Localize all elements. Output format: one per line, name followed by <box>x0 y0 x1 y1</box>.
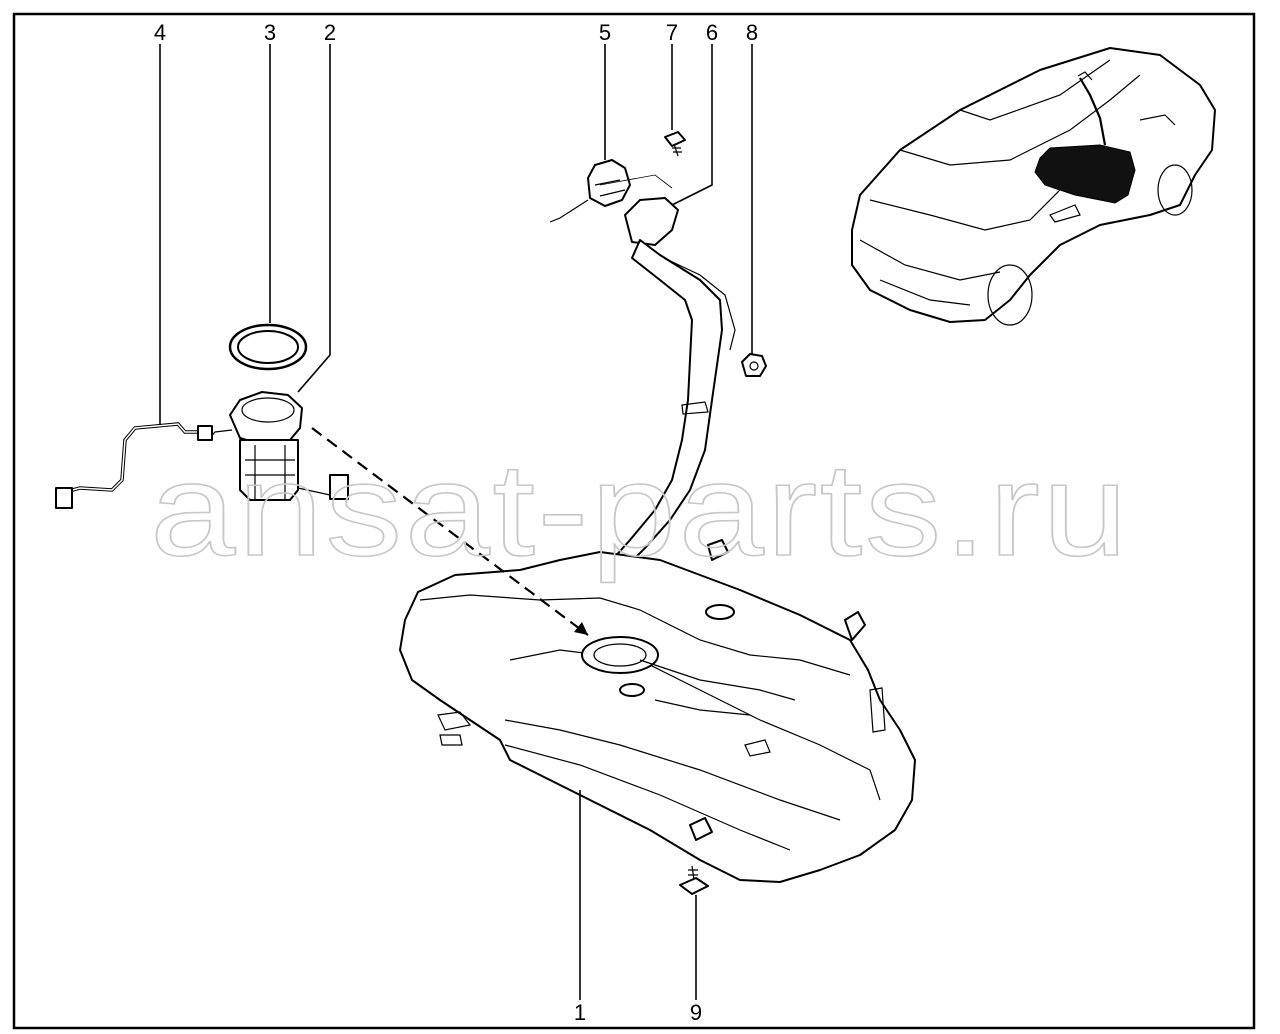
callout-9: 9 <box>690 1000 702 1025</box>
callout-3: 3 <box>264 20 276 45</box>
bolt-part <box>679 865 709 895</box>
mounting-strap-right <box>844 611 866 641</box>
sealing-ring-part <box>228 323 308 371</box>
callout-1: 1 <box>574 1000 586 1025</box>
mounting-strap-bottom <box>689 817 713 841</box>
diagram-frame <box>12 12 1256 1030</box>
assembly-path-line <box>311 427 589 636</box>
highlighted-fuel-tank <box>1034 144 1136 204</box>
callout-4: 4 <box>154 20 166 45</box>
car-inset-illustration <box>851 47 1216 326</box>
screw-part <box>664 131 686 157</box>
nut-part <box>741 353 767 377</box>
leader-line-2 <box>297 44 331 393</box>
filler-neck-pipe-part <box>599 174 736 566</box>
pump-opening <box>581 636 659 674</box>
wiring-harness-part <box>55 422 213 509</box>
harness-connector-lower <box>55 487 73 509</box>
filler-cap-part <box>549 159 631 223</box>
assembly-arrow <box>574 622 588 635</box>
float-arm <box>329 474 349 500</box>
callout-5: 5 <box>599 20 611 45</box>
fuel-tank-part <box>399 539 916 883</box>
callout-6: 6 <box>706 20 718 45</box>
callout-7: 7 <box>666 20 678 45</box>
fuel-pump-module-part <box>209 391 349 501</box>
callout-8: 8 <box>746 20 758 45</box>
callout-2: 2 <box>324 20 336 45</box>
harness-connector-upper <box>197 425 213 441</box>
watermark-text: ansat-parts.ru <box>150 436 1130 583</box>
mounting-strap-top <box>707 539 729 561</box>
leader-line-6 <box>671 44 713 206</box>
